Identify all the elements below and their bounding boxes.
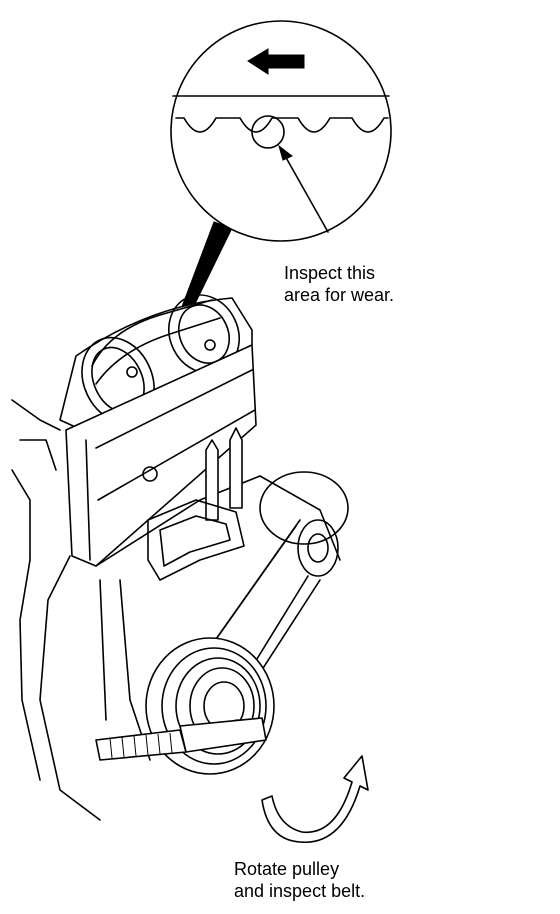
engine-body <box>11 294 349 821</box>
magnifier-circle <box>170 20 392 242</box>
pointer-line <box>283 153 329 233</box>
inspect-area-line-1: Inspect this <box>284 263 376 283</box>
crankshaft-pulley <box>95 637 275 775</box>
pointer-arrowhead-icon <box>278 144 293 161</box>
rotation-arrow-icon <box>261 755 369 843</box>
rotate-pulley-line-2: and inspect belt. <box>234 881 366 901</box>
detail-magnifier <box>170 20 392 315</box>
cylinder-head <box>65 344 257 567</box>
alternator <box>259 471 349 577</box>
spark-plugs <box>205 427 243 521</box>
direction-arrow-icon <box>247 48 305 75</box>
inspect-area-label: Inspect this area for wear. <box>284 262 394 306</box>
rotate-pulley-line-1: Rotate pulley <box>234 859 340 879</box>
inspect-area-line-2: area for wear. <box>284 285 395 305</box>
belt-teeth-profile <box>175 117 389 133</box>
rotate-pulley-label: Rotate pulley and inspect belt. <box>234 858 365 902</box>
inspect-tooth-circle <box>251 115 285 149</box>
